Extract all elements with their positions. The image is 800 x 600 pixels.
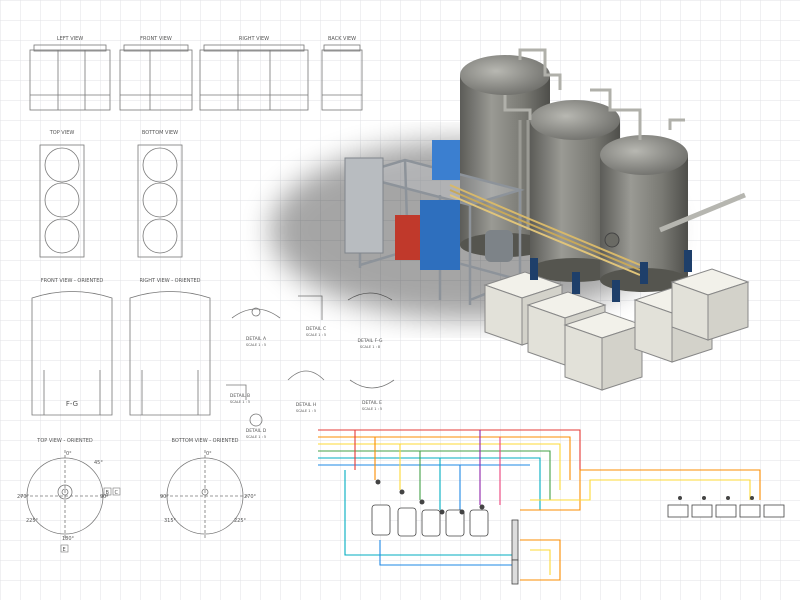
angle-labels-right: 0° 90° 270° 225° 315° — [160, 451, 257, 524]
oriented-views — [31, 291, 211, 416]
left-view-title: LEFT VIEW — [57, 36, 83, 42]
right-view-title: RIGHT VIEW — [239, 36, 269, 42]
output-box — [691, 504, 713, 518]
pump — [640, 262, 648, 284]
top-view-oriented-title: TOP VIEW - ORIENTED — [36, 438, 93, 444]
top-bottom-views — [39, 144, 183, 258]
angle-labels-left: 0° 45° 270° 90° 225° 180° — [17, 451, 109, 542]
output-box — [667, 504, 689, 518]
angle-label: 225° — [26, 518, 39, 524]
overhead-piping — [503, 48, 685, 230]
detail-d-title: DETAIL D — [246, 428, 267, 434]
pid-valves — [375, 479, 754, 515]
detail-fg-title: DETAIL F-G — [358, 338, 383, 344]
detail-fg-scale: SCALE 1 : 8 — [360, 345, 380, 349]
pid-equipment — [371, 504, 519, 585]
ibc-tote — [563, 311, 644, 391]
bottom-view-oriented-title: BOTTOM VIEW - ORIENTED — [172, 438, 239, 444]
motor — [485, 230, 513, 262]
manifold-symbol — [511, 559, 519, 585]
pump — [684, 250, 692, 272]
detail-labels: DETAIL A SCALE 1 : 5 DETAIL C SCALE 1 : … — [230, 326, 383, 439]
pid-output-boxes — [667, 504, 785, 518]
vessel-symbol — [371, 504, 391, 536]
detail-c-scale: SCALE 1 : 5 — [306, 333, 326, 337]
detail-d-scale: SCALE 1 : 5 — [246, 435, 266, 439]
detail-e-scale: SCALE 1 : 5 — [362, 407, 382, 411]
front-view-title: FRONT VIEW — [140, 36, 172, 42]
dosing-pumps — [530, 250, 692, 302]
vessel-symbol — [421, 509, 441, 537]
angle-label: 270° — [17, 494, 30, 500]
bottom-view-title: BOTTOM VIEW — [142, 130, 178, 136]
top-view-title: TOP VIEW — [49, 130, 75, 136]
ibc-tote — [670, 268, 750, 341]
vessel-symbol — [469, 509, 489, 537]
detail-e-title: DETAIL E — [362, 400, 382, 406]
angle-label: 225° — [234, 518, 247, 524]
callout-letter: E — [63, 547, 66, 553]
callout-letter: C — [115, 490, 119, 496]
output-box — [739, 504, 761, 518]
pump — [530, 258, 538, 280]
angle-label: 270° — [244, 494, 257, 500]
blue-module — [432, 140, 460, 180]
storage-tank — [600, 135, 688, 292]
callout-boxes: B C E — [60, 487, 121, 553]
plant-3d-render — [270, 48, 750, 391]
angle-label: 90° — [100, 494, 109, 500]
angle-label: 0° — [66, 451, 72, 457]
ibc-totes — [483, 268, 750, 391]
angle-label: 315° — [164, 518, 177, 524]
front-view-oriented-title: FRONT VIEW - ORIENTED — [41, 278, 104, 284]
pump — [612, 280, 620, 302]
oriented-plan-views — [20, 450, 250, 540]
back-view-title: BACK VIEW — [328, 36, 356, 42]
control-panel — [344, 157, 384, 254]
elevation-view-titles: LEFT VIEW FRONT VIEW RIGHT VIEW BACK VIE… — [57, 36, 356, 42]
detail-h-scale: SCALE 1 : 5 — [296, 409, 316, 413]
detail-b-scale: SCALE 1 : 5 — [230, 400, 250, 404]
callout-letter: B — [106, 490, 110, 496]
output-box — [763, 504, 785, 518]
elevation-views — [29, 44, 363, 111]
section-label: F-G — [66, 400, 78, 408]
angle-label: 0° — [206, 451, 212, 457]
blue-module — [420, 200, 460, 270]
output-box — [715, 504, 737, 518]
detail-b-title: DETAIL B — [230, 393, 250, 399]
pid-schematic — [318, 429, 761, 581]
angle-label: 90° — [160, 494, 169, 500]
detail-a-scale: SCALE 1 : 5 — [246, 343, 266, 347]
outlet-pipe — [659, 192, 746, 233]
right-view-oriented-title: RIGHT VIEW - ORIENTED — [139, 278, 200, 284]
angle-label: 45° — [94, 460, 103, 466]
detail-a-title: DETAIL A — [246, 336, 267, 342]
pipe-bundle — [449, 184, 641, 276]
vessel-symbol — [445, 509, 465, 537]
angle-label: 180° — [62, 536, 75, 542]
vessel-symbol — [397, 507, 417, 537]
detail-c-title: DETAIL C — [306, 326, 326, 332]
pump — [572, 272, 580, 294]
detail-h-title: DETAIL H — [296, 402, 316, 408]
manifold-symbol — [511, 519, 519, 561]
